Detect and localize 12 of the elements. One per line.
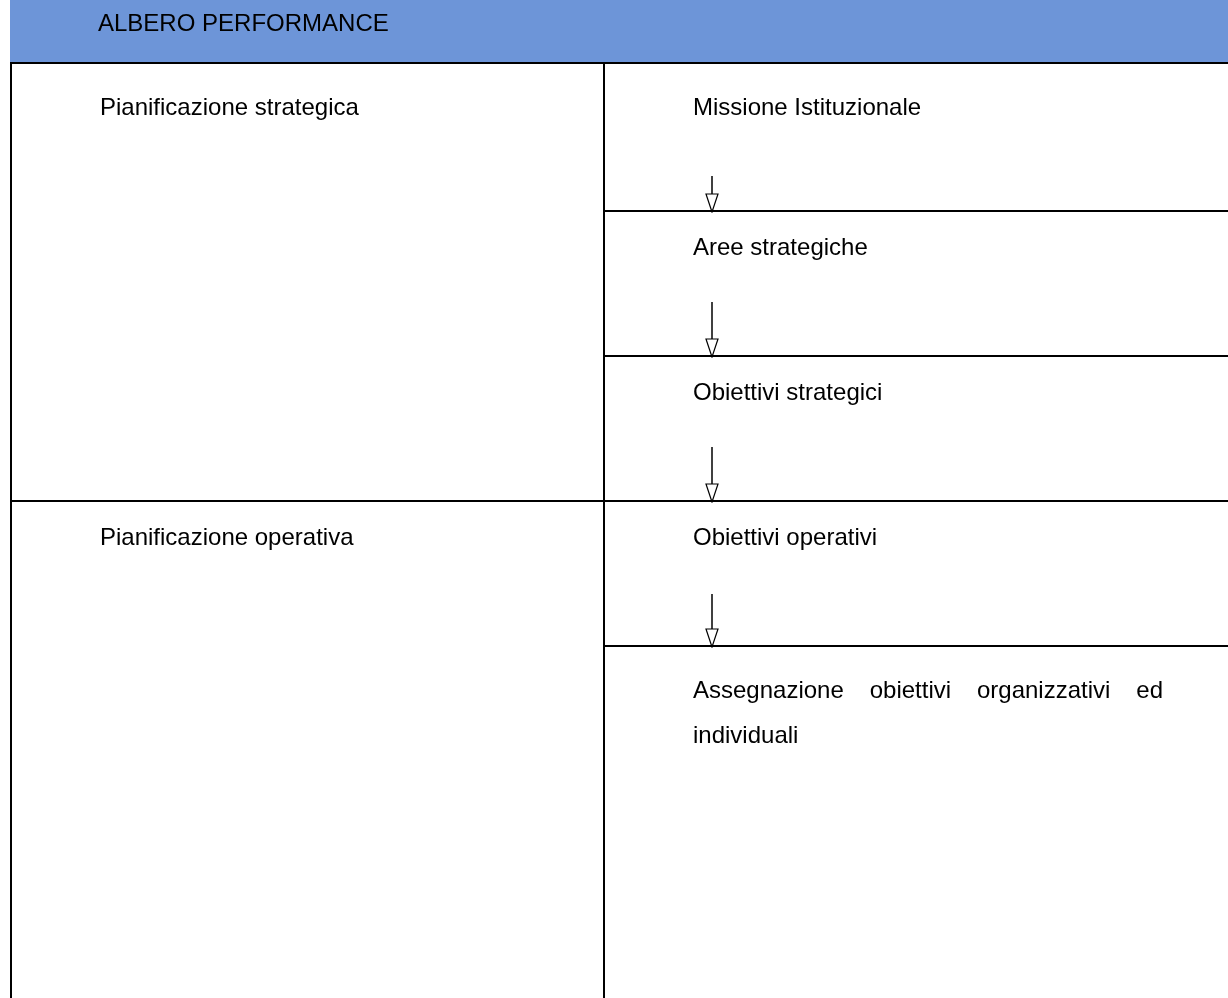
step-label: Obiettivi operativi	[693, 502, 1213, 594]
arrow	[705, 593, 719, 648]
step-label: Aree strategiche	[693, 212, 1213, 302]
step-label: Missione Istituzionale	[693, 64, 1213, 176]
arrow	[705, 301, 719, 358]
row-heading: Pianificazione operativa	[100, 522, 580, 567]
row-heading: Pianificazione strategica	[100, 92, 580, 137]
arrow	[705, 446, 719, 503]
step-label: Obiettivi strategici	[693, 357, 1213, 447]
header-band: ALBERO PERFORMANCE	[10, 0, 1228, 62]
step-label: Assegnazione obiettivi organizzativi ed individuali	[693, 647, 1163, 757]
arrow	[705, 175, 719, 213]
